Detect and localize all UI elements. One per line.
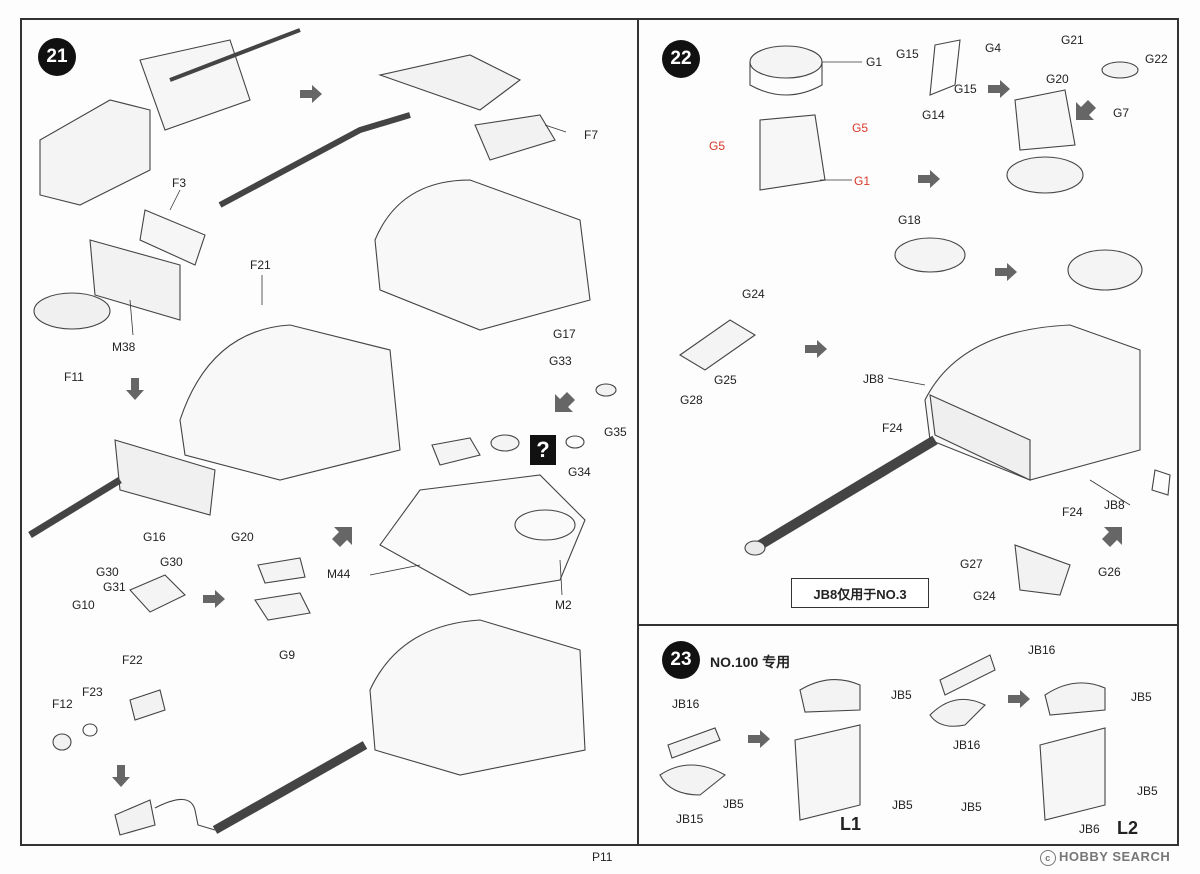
part-label-g34: G34	[568, 465, 591, 479]
right-arrow-icon	[805, 340, 827, 363]
part-label-jb5-l1-right: JB5	[892, 798, 913, 812]
watermark-logo-icon: c	[1040, 849, 1056, 866]
part-label-f7: F7	[584, 128, 599, 142]
part-label-g25: G25	[714, 373, 737, 387]
part-label-g4: G4	[985, 41, 1002, 55]
part-label-jb5-l2-left: JB5	[961, 800, 982, 814]
part-label-g1-bottom: G1	[854, 174, 871, 188]
variant-label-l2: L2	[1117, 818, 1139, 838]
part-label-g14: G14	[922, 108, 945, 122]
right-arrow-icon	[995, 263, 1017, 286]
part-label-g31: G31	[103, 580, 126, 594]
part-label-f12: F12	[52, 697, 73, 711]
question-mark-icon: ?	[530, 435, 556, 465]
diagonal-arrow-icon	[1076, 98, 1098, 125]
part-label-f3: F3	[172, 176, 187, 190]
part-label-g28: G28	[680, 393, 703, 407]
part-label-g16: G16	[143, 530, 166, 544]
part-label-f24-right: F24	[1062, 505, 1083, 519]
part-label-g15-right: G15	[954, 82, 977, 96]
part-label-g27: G27	[960, 557, 983, 571]
step-23-badge: 23	[662, 641, 700, 679]
part-label-g1-top: G1	[866, 55, 883, 69]
part-label-g9: G9	[279, 648, 296, 662]
part-label-g30-right: G30	[160, 555, 183, 569]
diagonal-arrow-icon	[1100, 527, 1122, 554]
part-label-g30-left: G30	[96, 565, 119, 579]
part-label-jb16-top: JB16	[1028, 643, 1056, 657]
part-label-jb8-right: JB8	[1104, 498, 1125, 512]
jb8-note-box: JB8仅用于NO.3	[791, 578, 929, 608]
page-number: P11	[592, 850, 613, 864]
part-label-g10: G10	[72, 598, 95, 612]
part-label-g5-left: G5	[709, 139, 726, 153]
part-label-g24-bottom: G24	[973, 589, 996, 603]
part-label-f24-left: F24	[882, 421, 903, 435]
part-label-f11: F11	[64, 370, 84, 384]
part-label-g18: G18	[898, 213, 921, 227]
part-label-jb5-l1-left: JB5	[723, 797, 744, 811]
part-label-jb6: JB6	[1079, 822, 1100, 836]
right-arrow-icon	[300, 85, 322, 108]
variant-label-l1: L1	[840, 814, 862, 834]
diagonal-arrow-icon	[555, 390, 577, 417]
right-arrow-icon	[748, 730, 770, 753]
part-label-g21: G21	[1061, 33, 1084, 47]
part-label-g35: G35	[604, 425, 627, 439]
down-arrow-icon	[126, 378, 144, 405]
part-label-g17: G17	[553, 327, 576, 341]
diagonal-arrow-icon	[330, 527, 352, 554]
part-label-m2: M2	[555, 598, 572, 612]
part-label-g5-right: G5	[852, 121, 869, 135]
part-label-g20: G20	[1046, 72, 1069, 86]
part-label-g26: G26	[1098, 565, 1121, 579]
part-label-jb16-bottom: JB16	[953, 738, 981, 752]
part-label-m44: M44	[327, 567, 351, 581]
part-label-f21: F21	[250, 258, 271, 272]
part-label-jb5-l2-right: JB5	[1137, 784, 1158, 798]
part-label-jb5-l2-top: JB5	[1131, 690, 1152, 704]
step-21-badge: 21	[38, 38, 76, 76]
part-label-g33: G33	[549, 354, 572, 368]
part-label-f23: F23	[82, 685, 103, 699]
step-23-panel	[637, 624, 1179, 846]
part-label-f22: F22	[122, 653, 143, 667]
right-arrow-icon	[988, 80, 1010, 103]
right-arrow-icon	[1008, 690, 1030, 713]
part-label-jb5-l1-top: JB5	[891, 688, 912, 702]
watermark-text: HOBBY SEARCH	[1059, 849, 1171, 864]
part-label-g24-top: G24	[742, 287, 765, 301]
part-label-jb16-left: JB16	[672, 697, 700, 711]
step-22-badge: 22	[662, 40, 700, 78]
part-label-g22: G22	[1145, 52, 1168, 66]
down-arrow-icon	[112, 765, 130, 792]
part-label-g7: G7	[1113, 106, 1130, 120]
step-23-title: NO.100 专用	[710, 654, 791, 670]
part-label-m38: M38	[112, 340, 136, 354]
part-label-g15-top: G15	[896, 47, 919, 61]
part-label-jb15: JB15	[676, 812, 704, 826]
part-label-g20: G20	[231, 530, 254, 544]
part-label-jb8-left: JB8	[863, 372, 884, 386]
right-arrow-icon	[203, 590, 225, 613]
right-arrow-icon	[918, 170, 940, 193]
